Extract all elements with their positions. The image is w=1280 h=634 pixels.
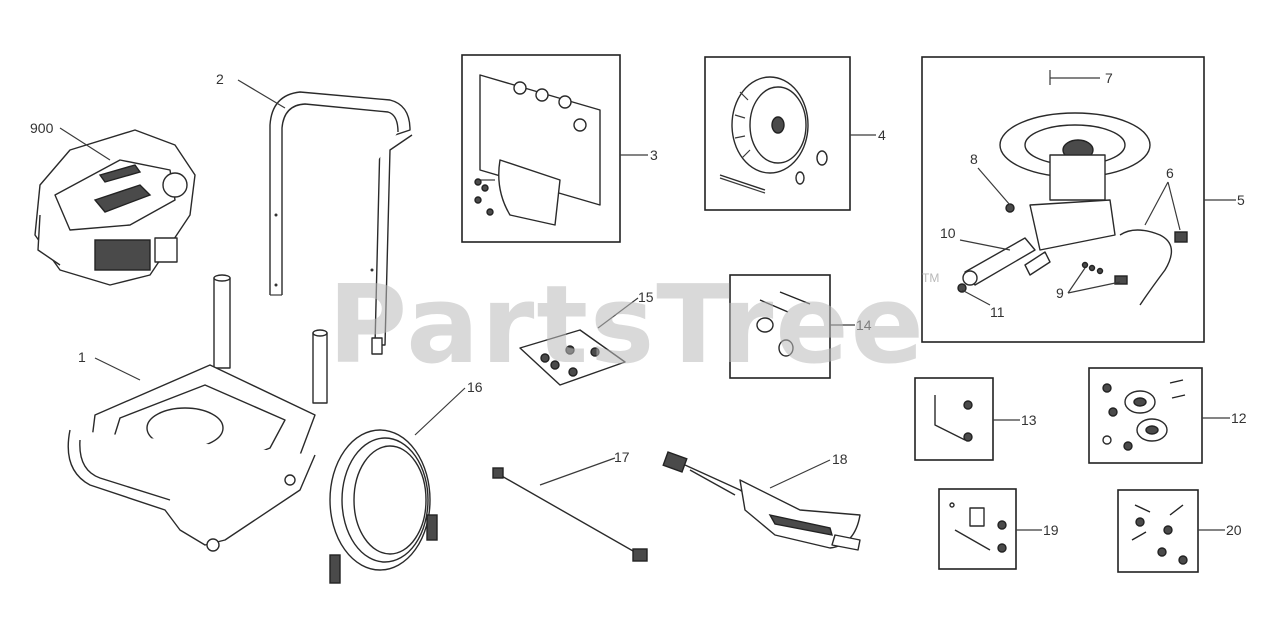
watermark-tm: TM <box>922 271 939 285</box>
bolt-kit-box[interactable] <box>729 274 831 379</box>
part-label-19[interactable]: 19 <box>1043 522 1059 538</box>
bearing-kit-part <box>1102 379 1186 451</box>
bracket-kit-part[interactable] <box>519 329 626 386</box>
part-label-900[interactable]: 900 <box>30 120 54 136</box>
part-label-10[interactable]: 10 <box>940 225 956 241</box>
part-label-5[interactable]: 5 <box>1237 192 1245 208</box>
part-label-7[interactable]: 7 <box>1105 70 1113 86</box>
lbolt-kit-part <box>934 395 973 442</box>
engine-part[interactable] <box>34 129 196 286</box>
panel-part <box>474 74 601 226</box>
fitting-kit-part <box>949 502 1007 553</box>
pump-part <box>957 112 1188 306</box>
hardware-kit-box[interactable] <box>1117 489 1199 573</box>
part-label-12[interactable]: 12 <box>1231 410 1247 426</box>
part-label-8[interactable]: 8 <box>970 151 978 167</box>
part-label-11[interactable]: 11 <box>990 304 1005 320</box>
lbolt-kit-box[interactable] <box>914 377 994 461</box>
fitting-kit-box[interactable] <box>938 488 1017 570</box>
partstree-watermark: PartsTree <box>328 263 926 388</box>
bolt-kit-part <box>756 291 811 357</box>
part-label-17[interactable]: 17 <box>614 449 630 465</box>
wheel-box[interactable] <box>704 56 851 211</box>
part-label-14[interactable]: 14 <box>856 317 872 333</box>
wand-part[interactable] <box>492 467 648 562</box>
hose-part[interactable] <box>329 429 438 584</box>
wheel-part <box>719 76 828 194</box>
part-label-20[interactable]: 20 <box>1226 522 1242 538</box>
part-label-9[interactable]: 9 <box>1056 285 1064 301</box>
part-label-3[interactable]: 3 <box>650 147 658 163</box>
part-label-18[interactable]: 18 <box>832 451 848 467</box>
part-label-15[interactable]: 15 <box>638 289 654 305</box>
frame-part[interactable] <box>67 274 328 552</box>
part-label-13[interactable]: 13 <box>1021 412 1037 428</box>
part-label-1[interactable]: 1 <box>78 349 86 365</box>
gun-part[interactable] <box>662 451 861 551</box>
panel-box[interactable] <box>461 54 621 243</box>
handle-part[interactable] <box>269 91 413 355</box>
hardware-kit-part <box>1131 504 1188 565</box>
part-label-6[interactable]: 6 <box>1166 165 1174 181</box>
part-label-16[interactable]: 16 <box>467 379 483 395</box>
part-label-4[interactable]: 4 <box>878 127 886 143</box>
bearing-kit-box[interactable] <box>1088 367 1203 464</box>
part-label-2[interactable]: 2 <box>216 71 224 87</box>
